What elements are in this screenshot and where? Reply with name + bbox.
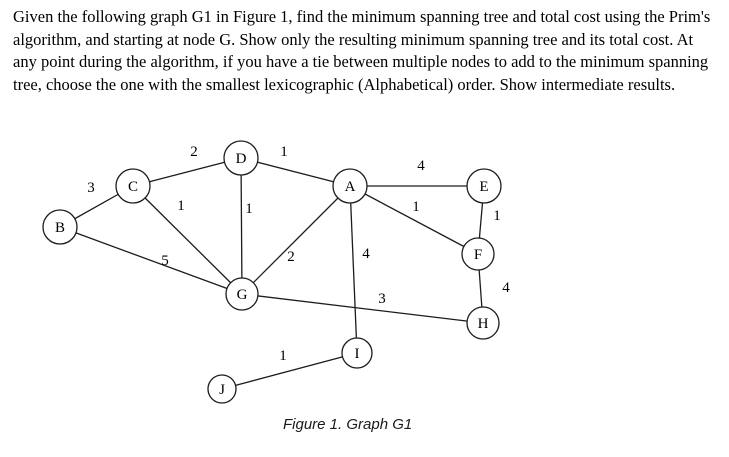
graph-node-E [466,168,502,204]
graph-node-label-E: E [479,179,488,195]
graph-edge-weight-C-D: 2 [190,144,198,160]
graph-node-B [42,209,78,245]
graph-edge-C-G [132,185,243,295]
graph-node-label-J: J [219,382,225,398]
graph-edge-C-D [132,157,242,187]
graph-edge-weight-A-E: 4 [417,158,425,174]
graph-node-label-F: F [474,247,482,263]
graph-node-label-H: H [478,316,489,332]
graph-node-label-I: I [355,346,360,362]
graph-node-label-G: G [237,287,248,303]
graph-edge-weight-A-G: 2 [287,249,295,265]
graph-node-D [223,140,259,176]
graph-node-label-D: D [236,151,247,167]
graph-node-label-C: C [128,179,138,195]
graph-node-C [115,168,151,204]
graph-edge-weight-A-I: 4 [362,246,370,262]
graph-edge-weight-D-G: 1 [245,201,253,217]
graph-edge-weight-C-G: 1 [177,198,185,214]
graph-edge-weight-G-H: 3 [378,291,386,307]
graph-edge-weight-J-I: 1 [279,348,287,364]
graph-edge-B-G [59,226,243,295]
graph-edge-weight-A-F: 1 [412,199,420,215]
graph-node-H [466,306,500,340]
graph-node-J [207,374,237,404]
graph-edge-weight-B-C: 3 [87,180,95,196]
graph-node-label-A: A [345,179,356,195]
graph-edge-weight-D-A: 1 [280,144,288,160]
graph-node-A [332,168,368,204]
graph-node-label-B: B [55,220,65,236]
problem-statement: Given the following graph G1 in Figure 1… [13,7,711,94]
graph-edge-D-G [240,157,243,295]
graph-edge-G-H [241,293,484,324]
figure-caption: Figure 1. Graph G1 [283,416,413,433]
graph-edge-weight-E-F: 1 [493,208,501,224]
graph-node-F [461,237,495,271]
graph-edge-A-F [349,185,479,255]
graph-edge-A-I [349,185,358,354]
graph-edge-weight-B-G: 5 [161,253,169,269]
graph-edge-weight-F-H: 4 [502,280,510,296]
graph-edge-J-I [221,352,358,390]
graph-node-G [225,277,259,311]
graph-edge-D-A [240,157,351,187]
graph-edge-A-G [241,185,351,295]
graph-node-I [341,337,373,369]
